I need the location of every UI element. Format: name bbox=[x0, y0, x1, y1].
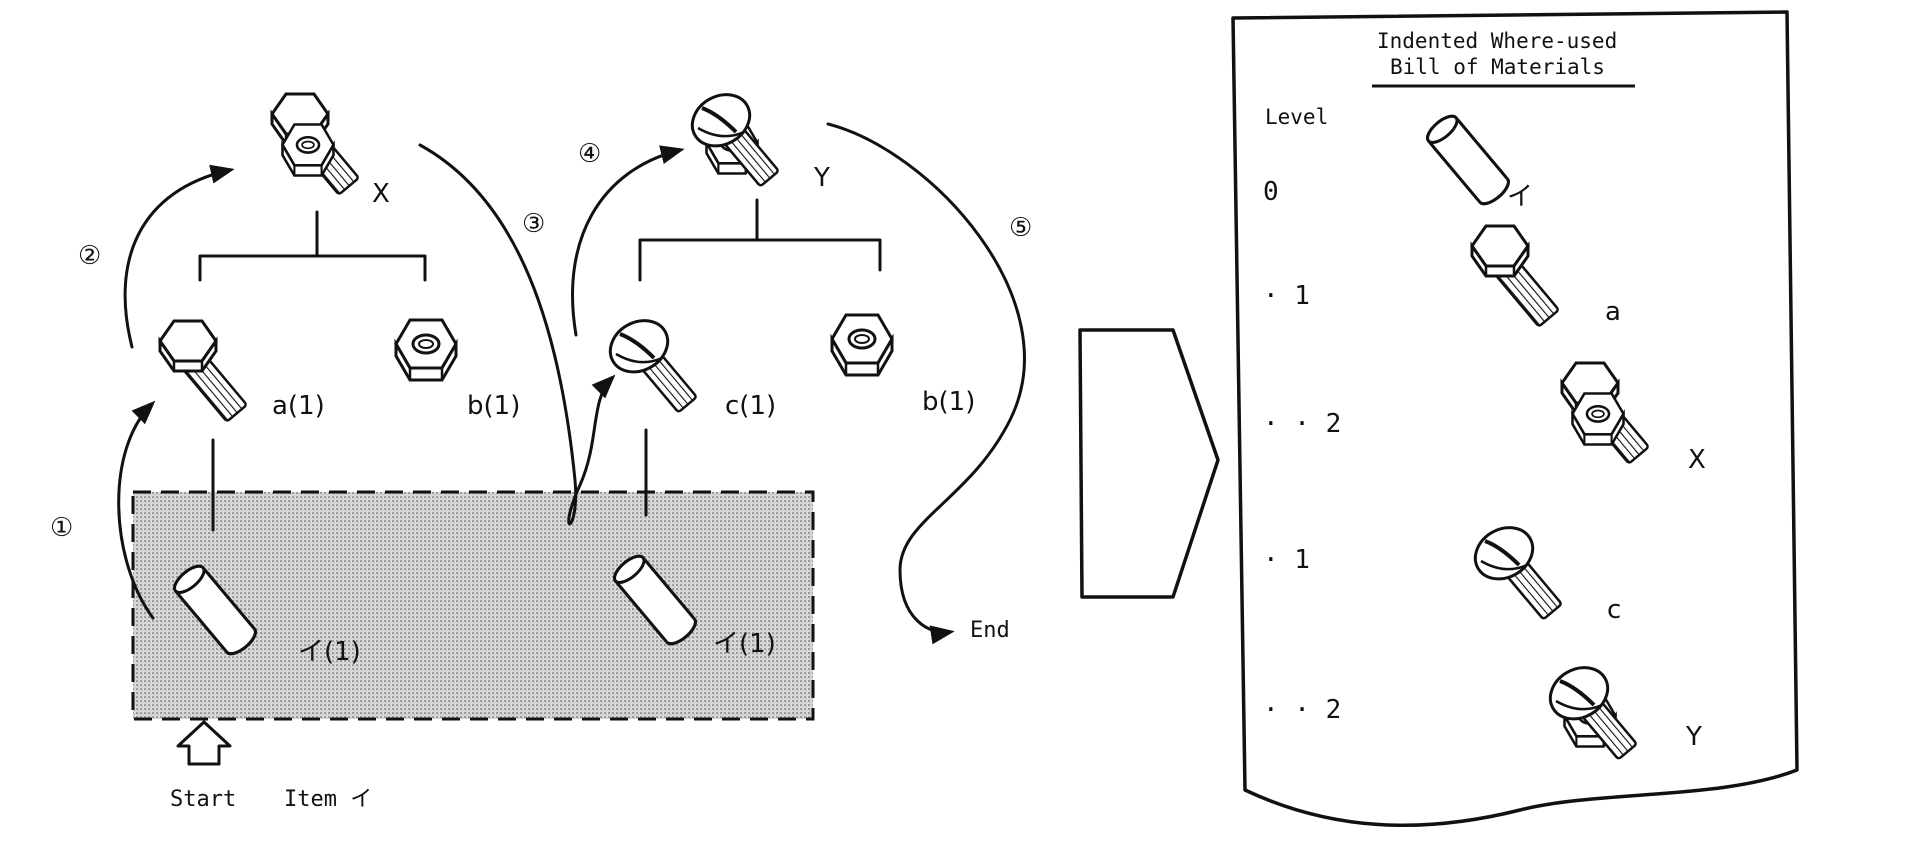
hex-bolt-icon bbox=[158, 319, 249, 424]
flow-arrows bbox=[117, 122, 1026, 645]
row-level-1: · 1 bbox=[1263, 281, 1310, 311]
part-b-label-1: b(1) bbox=[467, 391, 520, 421]
assembly-x-icon bbox=[272, 94, 359, 195]
bom-report-sheet: Indented Where-used Bill of Materials Le… bbox=[1231, 10, 1799, 828]
item-label-2: イ(1) bbox=[713, 629, 776, 659]
step-3-label: ③ bbox=[522, 209, 545, 239]
row-name-1: a bbox=[1605, 297, 1621, 327]
end-label: End bbox=[970, 618, 1010, 643]
transform-arrow-icon bbox=[1078, 328, 1220, 599]
item-name-label: Item イ bbox=[284, 787, 372, 812]
row-name-3: c bbox=[1607, 595, 1621, 625]
process-diagram: X a(1) b(1) Y c(1) bbox=[50, 84, 1032, 812]
report-title-line2: Bill of Materials bbox=[1390, 55, 1605, 79]
row-name-2: X bbox=[1688, 445, 1706, 475]
tree-y bbox=[638, 198, 882, 282]
step-1-label: ① bbox=[50, 513, 73, 543]
step-5-label: ⑤ bbox=[1009, 213, 1032, 243]
assembly-y-icon bbox=[683, 84, 779, 186]
report-paper bbox=[1231, 10, 1799, 828]
tree-x bbox=[198, 210, 427, 282]
step-2-label: ② bbox=[78, 241, 101, 271]
hex-nut-icon bbox=[394, 318, 458, 382]
assembly-y-label: Y bbox=[813, 163, 830, 193]
row-name-0: イ bbox=[1507, 182, 1533, 212]
item-shaded-region bbox=[131, 490, 815, 721]
report-title-line1: Indented Where-used bbox=[1377, 29, 1617, 53]
row-level-3: · 1 bbox=[1263, 545, 1310, 575]
row-level-0: 0 bbox=[1263, 177, 1279, 207]
item-label-1: イ(1) bbox=[298, 637, 361, 667]
row-name-4: Y bbox=[1685, 722, 1702, 752]
hex-nut-icon-2 bbox=[830, 313, 894, 377]
level-header: Level bbox=[1265, 105, 1328, 129]
start-label: Start bbox=[170, 787, 236, 812]
row-level-2: · · 2 bbox=[1263, 409, 1341, 439]
row-level-4: · · 2 bbox=[1263, 695, 1341, 725]
assembly-x-label: X bbox=[372, 179, 390, 209]
start-arrow-icon bbox=[176, 720, 232, 766]
part-c-label: c(1) bbox=[725, 391, 776, 421]
step-4-label: ④ bbox=[578, 139, 601, 169]
part-a-label: a(1) bbox=[272, 391, 325, 421]
part-b-label-2: b(1) bbox=[922, 387, 975, 417]
round-screw-icon bbox=[599, 308, 699, 415]
